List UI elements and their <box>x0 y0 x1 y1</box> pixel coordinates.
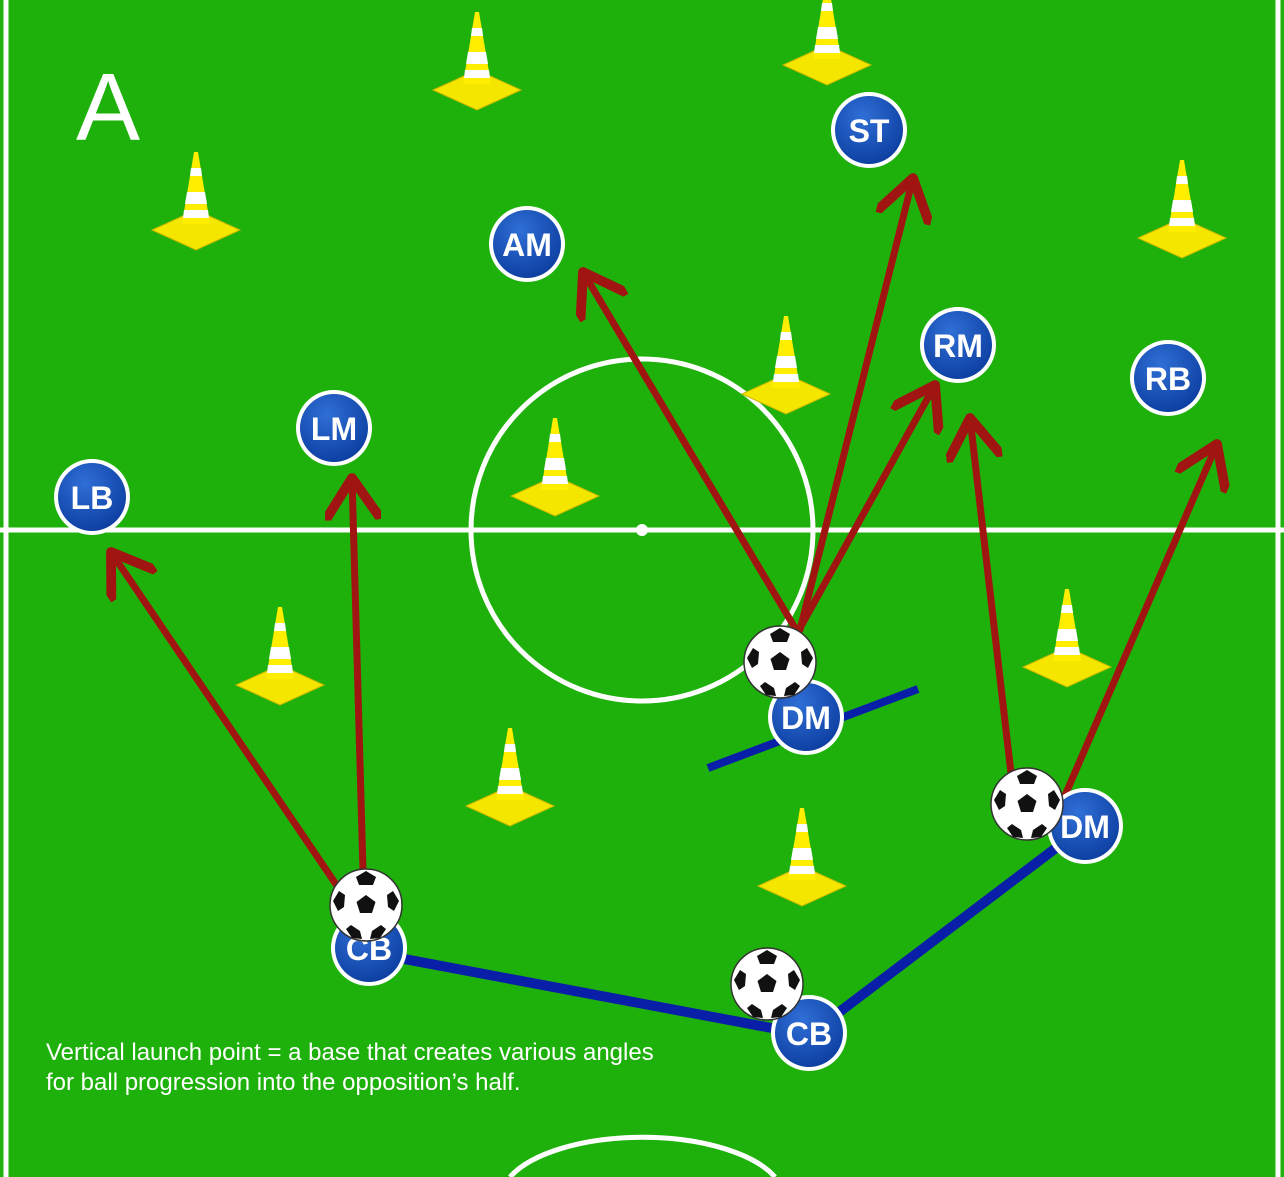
soccer-ball-icon <box>329 868 403 942</box>
pass-arrow <box>970 418 1016 786</box>
centre-circle <box>468 356 816 704</box>
pass-arrow <box>111 552 354 909</box>
svg-text:ST: ST <box>849 113 890 149</box>
svg-text:DM: DM <box>1060 809 1110 845</box>
player-am: AM <box>489 206 565 282</box>
player-rb: RB <box>1130 340 1206 416</box>
player-cb-right: CB <box>771 995 847 1071</box>
link-line <box>366 947 810 1040</box>
pass-arrow <box>583 272 799 632</box>
link-line <box>805 822 1089 1039</box>
svg-text:AM: AM <box>502 227 552 263</box>
pass-arrow <box>796 385 935 632</box>
penalty-arc <box>508 1134 777 1177</box>
svg-text:CB: CB <box>786 1016 832 1052</box>
svg-text:LM: LM <box>311 411 357 447</box>
soccer-ball-icon <box>730 947 804 1021</box>
svg-text:RM: RM <box>933 328 983 364</box>
diagram-title: A <box>76 54 141 161</box>
pass-arrow <box>1059 444 1217 804</box>
pass-arrow <box>796 178 913 634</box>
player-lm: LM <box>296 390 372 466</box>
player-rm: RM <box>920 307 996 383</box>
player-st: ST <box>831 92 907 168</box>
pass-arrow <box>352 478 363 874</box>
player-dm-right: DM <box>1047 788 1123 864</box>
player-lb: LB <box>54 459 130 535</box>
centre-spot <box>636 524 648 536</box>
soccer-ball-icon <box>743 625 817 699</box>
diagram-caption: Vertical launch point = a base that crea… <box>46 1039 654 1096</box>
svg-text:LB: LB <box>71 480 114 516</box>
svg-text:RB: RB <box>1145 361 1191 397</box>
svg-text:DM: DM <box>781 700 831 736</box>
soccer-ball-icon <box>990 767 1064 841</box>
